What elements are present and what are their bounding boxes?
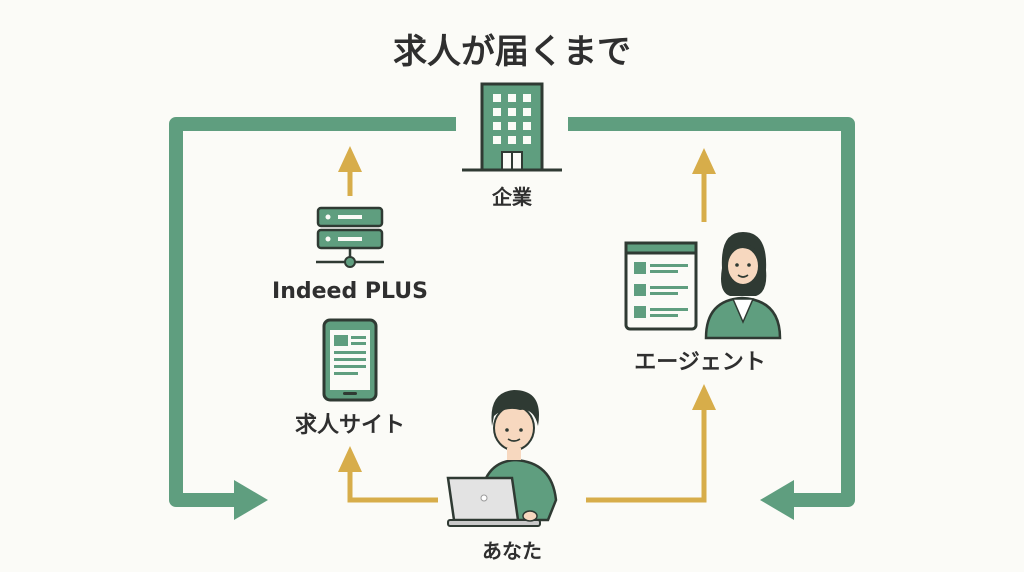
user-with-laptop-icon — [446, 390, 558, 527]
server-icon — [316, 206, 384, 268]
green-arrowhead-left — [234, 480, 268, 520]
indeed-plus-label: Indeed PLUS — [272, 279, 428, 304]
smartphone-icon — [322, 318, 378, 402]
you-label: あなた — [482, 539, 542, 563]
gold-arrowhead-site — [338, 446, 362, 472]
gold-arrow-you-to-site — [347, 470, 438, 503]
green-loop-left — [169, 117, 456, 507]
document-list-icon — [624, 241, 698, 331]
gold-arrowhead-company-left — [338, 146, 362, 172]
gold-arrowhead-company-right — [692, 148, 716, 174]
gold-arrow-you-to-agent — [586, 408, 707, 503]
job-site-label: 求人サイト — [294, 413, 405, 438]
diagram-title: 求人が届くまで — [393, 32, 631, 72]
company-label: 企業 — [492, 185, 532, 209]
gold-arrowhead-agent — [692, 384, 716, 410]
green-arrowhead-right — [760, 480, 794, 520]
agent-person-icon — [704, 232, 782, 340]
building-icon — [462, 82, 562, 172]
green-loop-right — [568, 117, 855, 507]
agent-label: エージェント — [634, 350, 766, 375]
